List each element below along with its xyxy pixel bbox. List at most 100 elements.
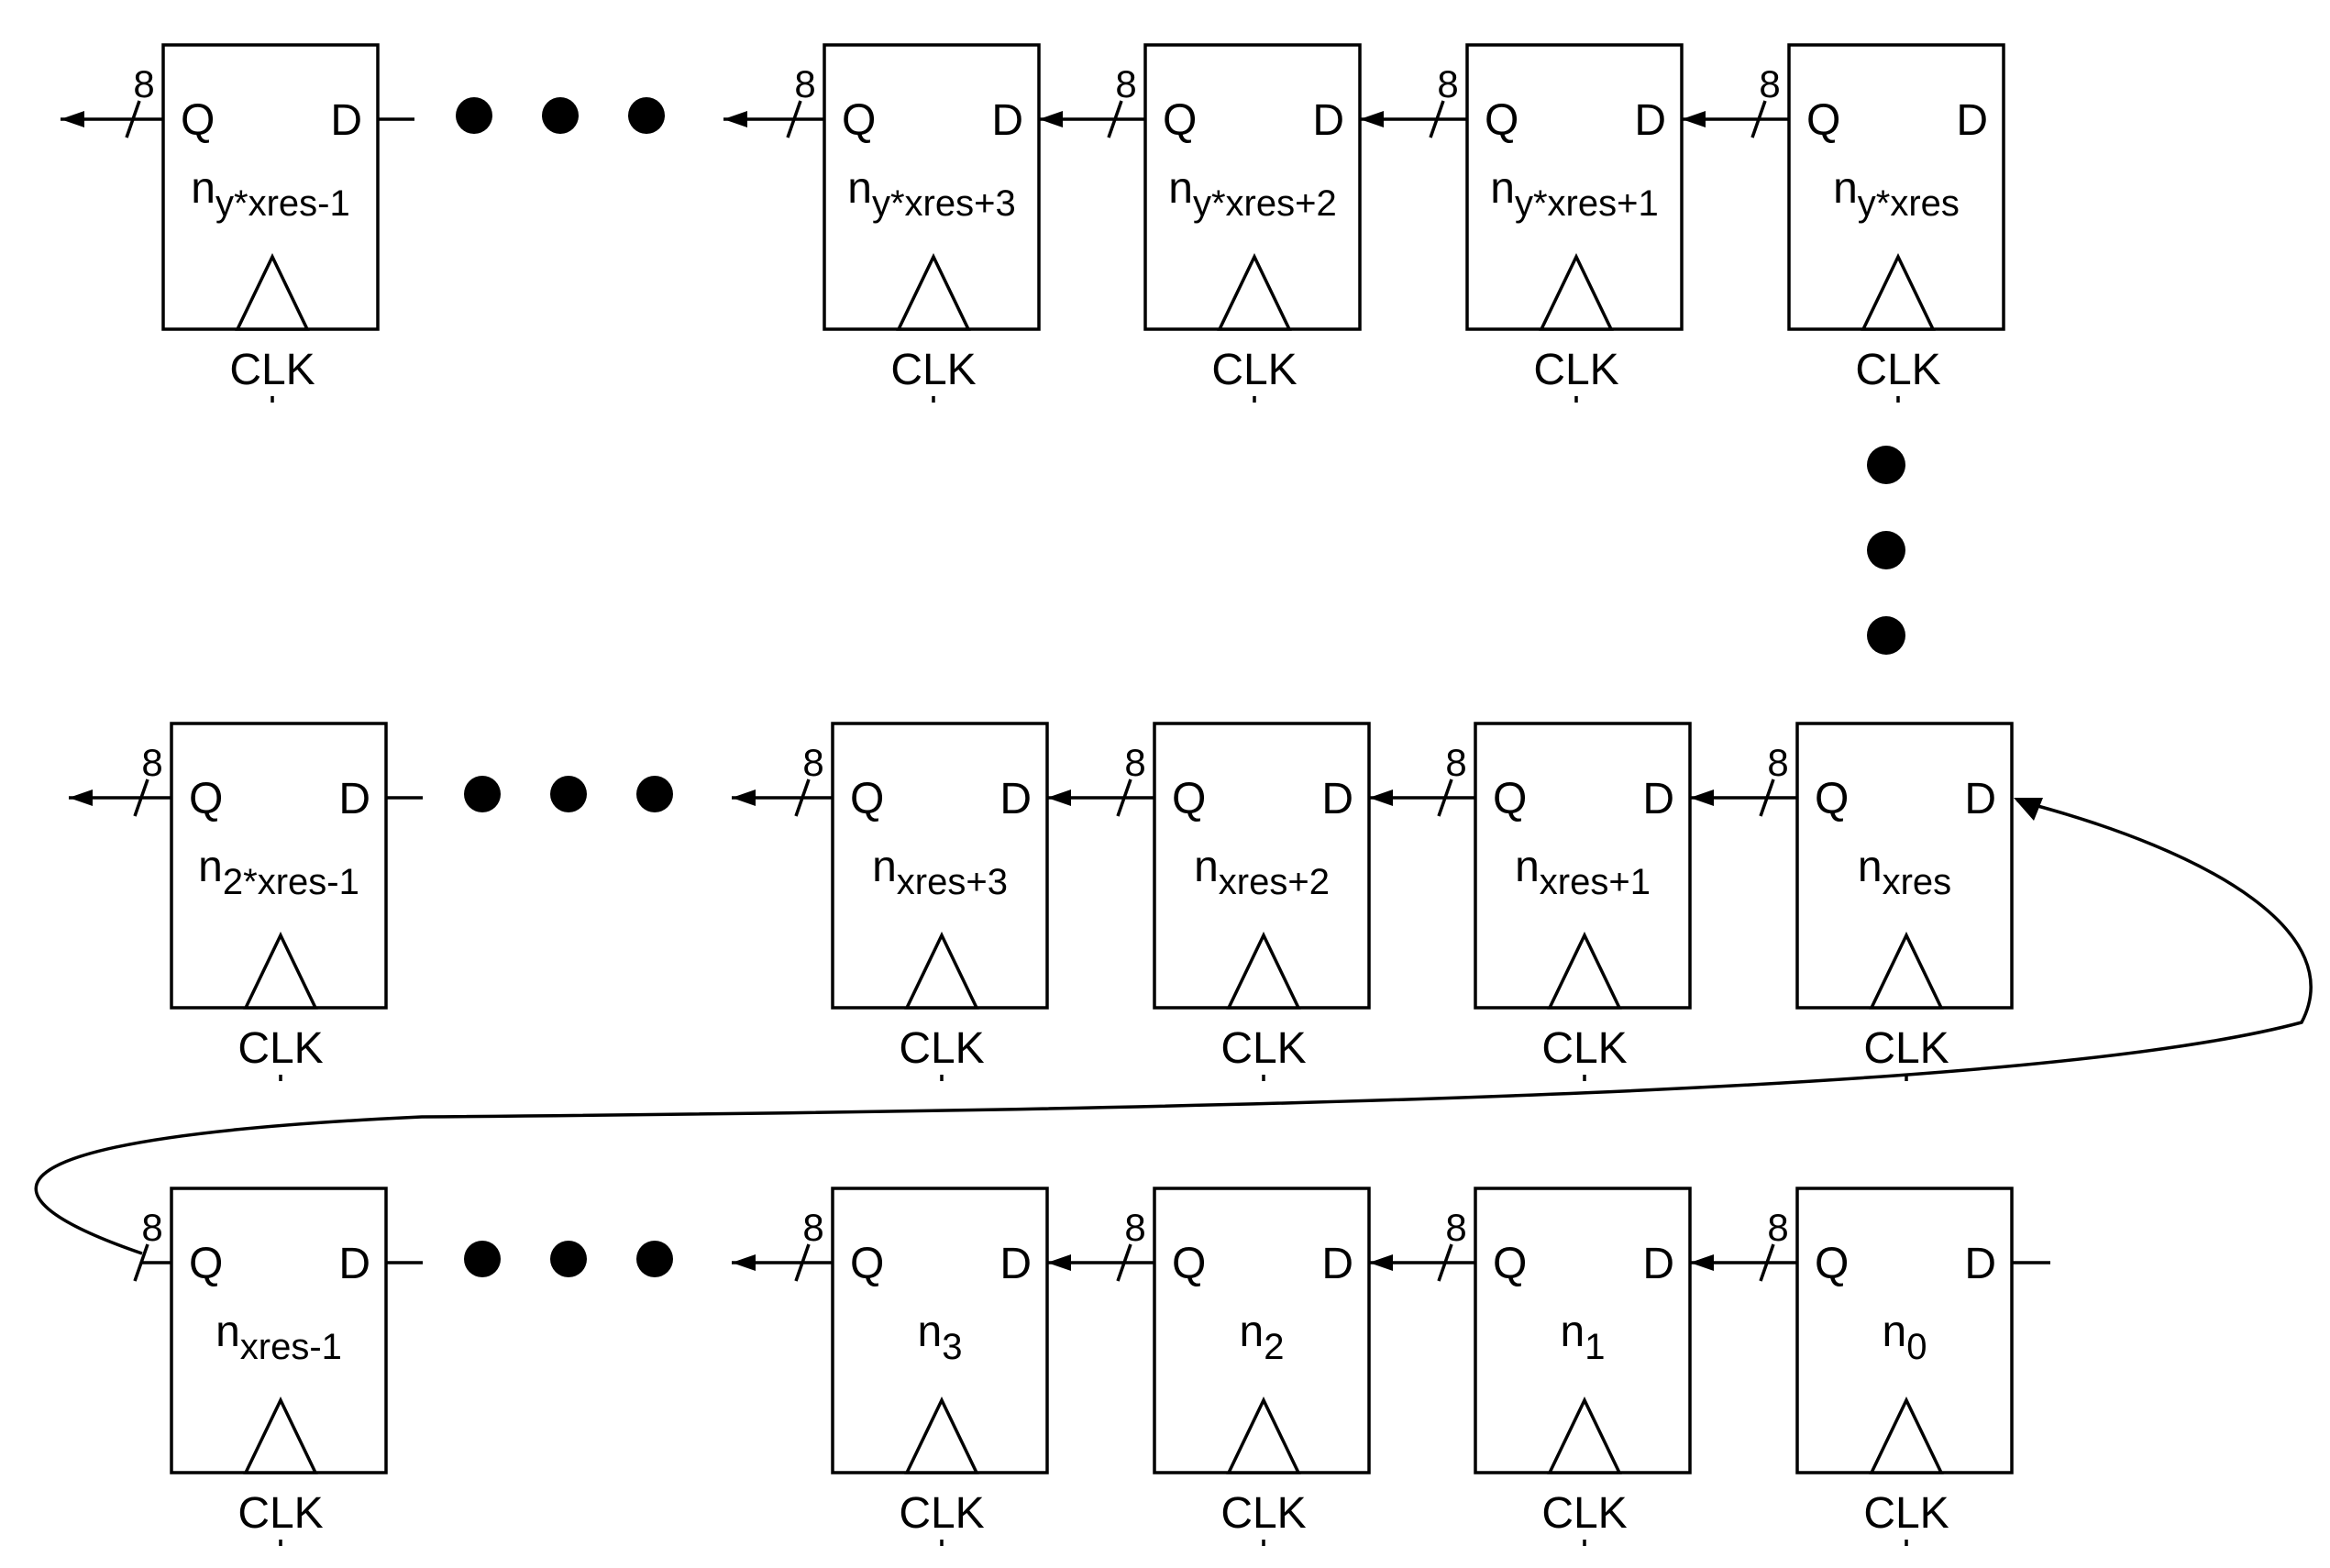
d-pin-label: D	[338, 1240, 370, 1288]
register-name-base: n	[1240, 1308, 1264, 1356]
output-arrow-head	[61, 111, 84, 127]
clk-label: CLK	[890, 346, 976, 394]
register-name-base: n	[1833, 164, 1858, 213]
output-arrow-head	[69, 790, 93, 806]
register-name-subscript: y*xres+2	[1193, 183, 1337, 224]
ellipsis-dot	[550, 1241, 587, 1277]
ellipsis-dot	[464, 776, 501, 812]
d-pin-label: D	[338, 775, 370, 823]
register-name-subscript: 2*xres-1	[223, 862, 359, 902]
register-name-base: n	[191, 164, 215, 213]
bus-slash	[1107, 100, 1123, 138]
arrow-head	[1369, 790, 1393, 806]
d-pin-label: D	[1642, 775, 1674, 823]
clk-label: CLK	[899, 1489, 984, 1538]
register-name: nxres	[1858, 843, 1951, 902]
d-pin-label: D	[991, 96, 1023, 145]
register-name: nxres-1	[215, 1308, 342, 1367]
clk-label: CLK	[1220, 1489, 1306, 1538]
clock-edge-icon	[1861, 252, 1936, 331]
clk-label: CLK	[1211, 346, 1297, 394]
ellipsis-dot	[464, 1241, 501, 1277]
register-name-base: n	[1883, 1308, 1907, 1356]
clock-edge-icon	[1226, 1396, 1301, 1474]
clk-label: CLK	[237, 1024, 323, 1073]
register-name-subscript: xres+2	[1219, 862, 1330, 902]
arrow-head	[732, 1254, 756, 1271]
q-pin-label: Q	[1806, 96, 1840, 145]
clk-label: CLK	[1541, 1024, 1627, 1073]
bus-slash	[133, 1243, 149, 1282]
bus-width-label: 8	[1767, 1206, 1788, 1249]
register-name: ny*xres+3	[847, 164, 1015, 224]
register-name: ny*xres-1	[191, 164, 349, 224]
register-name-base: n	[1490, 164, 1515, 213]
register-name-base: n	[1858, 843, 1883, 891]
register-name-base: n	[872, 843, 897, 891]
bus-slash	[1116, 1243, 1132, 1282]
bus-slash	[1750, 100, 1767, 138]
d-pin-label: D	[999, 775, 1032, 823]
register-name: ny*xres+2	[1168, 164, 1336, 224]
clk-label: CLK	[1220, 1024, 1306, 1073]
register-name-subscript: xres+1	[1540, 862, 1651, 902]
arrow-head	[1047, 1254, 1071, 1271]
bus-slash	[125, 100, 141, 138]
clk-label: CLK	[229, 346, 315, 394]
arrow-head	[1369, 1254, 1393, 1271]
register-name-base: n	[918, 1308, 943, 1356]
d-pin-label: D	[999, 1240, 1032, 1288]
arrow-head	[1360, 111, 1384, 127]
bus-width-label: 8	[1437, 62, 1458, 105]
register-name-subscript: y*xres+3	[872, 183, 1016, 224]
register-name: ny*xres+1	[1490, 164, 1658, 224]
bus-width-label: 8	[1445, 1206, 1466, 1249]
clock-edge-icon	[235, 252, 310, 331]
q-pin-label: Q	[1172, 775, 1206, 823]
arrow-head	[1039, 111, 1063, 127]
clock-edge-icon	[1869, 1396, 1944, 1474]
d-pin-label: D	[1321, 1240, 1353, 1288]
q-pin-label: Q	[1485, 96, 1518, 145]
ellipsis-dot	[550, 776, 587, 812]
ellipsis-dot	[456, 97, 492, 134]
register-name: nxres+3	[872, 843, 1008, 902]
q-pin-label: Q	[181, 96, 215, 145]
d-pin-label: D	[1956, 96, 1988, 145]
q-pin-label: Q	[1172, 1240, 1206, 1288]
bus-width-label: 8	[141, 1206, 162, 1249]
ellipsis-dot	[1867, 616, 1905, 655]
register-name: nxres+2	[1194, 843, 1330, 902]
ellipsis-dot	[1867, 446, 1905, 484]
q-pin-label: Q	[1493, 1240, 1527, 1288]
register-name: n2*xres-1	[198, 843, 359, 902]
bus-slash	[133, 778, 149, 817]
ellipsis-dots-layer	[456, 97, 1905, 1277]
bus-slash	[794, 778, 811, 817]
bus-slash	[1429, 100, 1445, 138]
q-pin-label: Q	[189, 1240, 223, 1288]
q-pin-label: Q	[850, 1240, 884, 1288]
bus-width-label: 8	[1767, 741, 1788, 784]
d-pin-label: D	[330, 96, 362, 145]
clk-label: CLK	[1863, 1489, 1949, 1538]
register-name-subscript: y*xres-1	[215, 183, 350, 224]
clock-edge-icon	[1547, 1396, 1622, 1474]
q-pin-label: Q	[1163, 96, 1197, 145]
clock-edge-icon	[896, 252, 971, 331]
arrow-head	[1682, 111, 1706, 127]
